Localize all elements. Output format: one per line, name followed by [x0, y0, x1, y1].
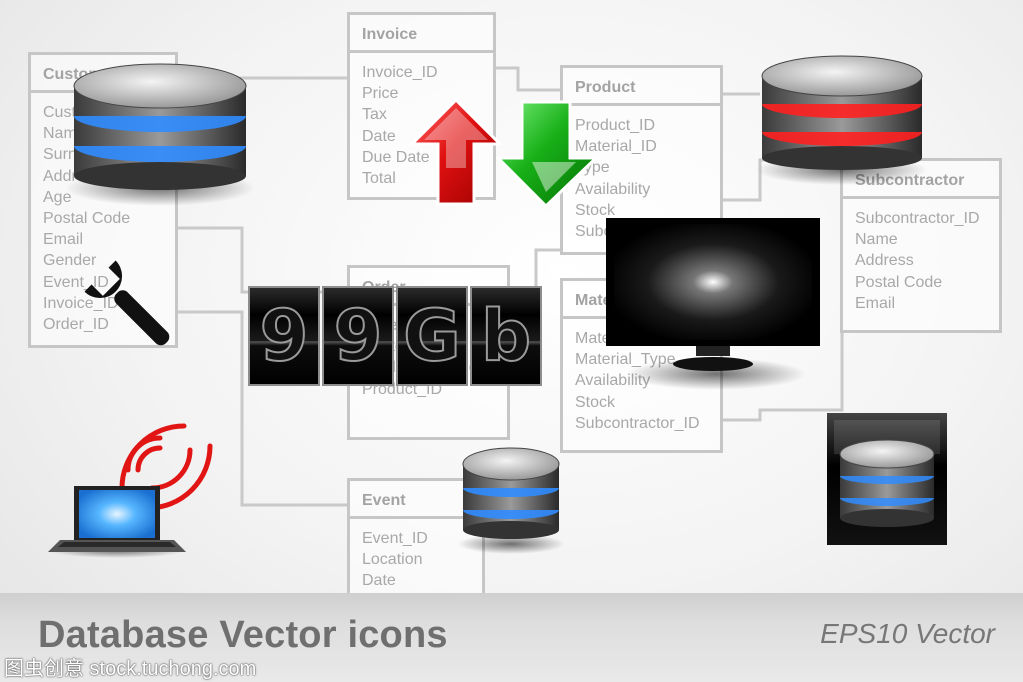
entity-field: Gender [43, 252, 97, 270]
counter-digit: 9 [248, 286, 320, 386]
entity-field: Name [855, 231, 898, 249]
database-small-icon [457, 447, 565, 554]
entity-field: Invoice_ID [362, 64, 438, 81]
entity-field: Invoice_ID [43, 294, 119, 312]
entity-field: Due Date [362, 148, 430, 166]
counter-digit: 9 [322, 286, 394, 386]
database-blue-icon [65, 63, 255, 206]
entity-field: Material_ID [575, 138, 657, 156]
entity-field: Stock [575, 201, 616, 219]
database-button-icon [827, 413, 947, 545]
entity-field: Email [855, 294, 896, 312]
storage-counter: 9 9 G b [248, 286, 542, 386]
entity-field: Availability [575, 180, 651, 198]
entity-field: Date [362, 572, 396, 590]
monitor-icon [606, 218, 820, 390]
entity-field: Product_ID [575, 117, 656, 134]
entity-field: Location [362, 551, 423, 569]
counter-digit: b [470, 286, 542, 386]
entity-field: Age [43, 188, 72, 206]
entity-field: Subcontractor_ID [575, 414, 700, 432]
entity-field: Stock [575, 393, 616, 411]
format-label: EPS10 Vector [820, 618, 995, 649]
entity-field: Address [855, 252, 914, 270]
entity-field: Email [43, 231, 84, 249]
entity-field: Total [362, 170, 396, 188]
entity-field: Price [362, 85, 399, 103]
entity-title: Product [563, 68, 720, 106]
entity-field: Tax [362, 106, 387, 124]
entity-field: Subcontractor_ID [855, 210, 980, 227]
entity-field: Date [362, 127, 396, 145]
upload-arrow-icon [410, 98, 502, 206]
database-red-icon [756, 55, 928, 185]
entity-field: Event_ID [362, 530, 428, 547]
entity-title: Event [350, 481, 482, 519]
entity-field: Order_ID [43, 316, 109, 334]
laptop-icon [47, 486, 187, 558]
wrench-icon [84, 260, 170, 346]
entity-field: Postal Code [855, 273, 943, 291]
counter-digit: G [396, 286, 468, 386]
footer-band [0, 593, 1023, 682]
watermark: 图虫创意 stock.tuchong.com [4, 658, 257, 680]
entity-field: Postal Code [43, 210, 131, 228]
entity-title: Invoice [350, 15, 493, 53]
page-title: Database Vector icons [38, 614, 448, 656]
download-arrow-icon [496, 100, 598, 208]
